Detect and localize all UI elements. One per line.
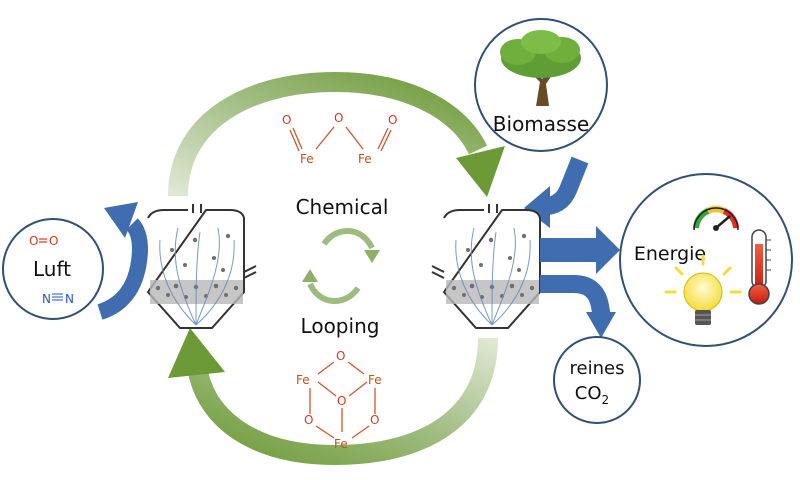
svg-text:Fe: Fe <box>296 373 310 387</box>
svg-text:O: O <box>336 349 345 363</box>
top-loop-arrow <box>168 71 505 197</box>
gauge-icon <box>693 205 739 231</box>
svg-text:O: O <box>49 234 58 248</box>
svg-text:Fe: Fe <box>334 437 348 451</box>
air-exchange-arrow <box>97 202 149 320</box>
tree-icon <box>500 30 581 106</box>
energy-label: Energie <box>634 243 706 265</box>
svg-text:N: N <box>42 292 51 306</box>
title-chemical: Chemical <box>296 195 389 219</box>
svg-text:N: N <box>65 292 74 306</box>
biomass-label: Biomasse <box>493 112 589 136</box>
oxygen-molecule: O O <box>29 234 58 248</box>
energy-output-arrow <box>540 226 620 274</box>
svg-text:O: O <box>370 413 379 427</box>
svg-text:O: O <box>29 234 38 248</box>
left-reactor <box>146 204 257 329</box>
co2-formula: CO2 <box>575 383 609 407</box>
co2-line1: reines <box>570 358 625 379</box>
nitrogen-molecule: N N <box>42 292 74 306</box>
light-bulb-icon <box>664 254 742 325</box>
svg-text:O: O <box>282 113 291 127</box>
co2-output-arrow <box>540 275 616 338</box>
bottom-loop-arrow <box>168 328 498 466</box>
svg-text:O: O <box>337 394 346 408</box>
right-reactor <box>431 204 541 329</box>
thermometer-icon <box>748 229 771 305</box>
svg-text:O: O <box>304 413 313 427</box>
air-node: O O Luft N N <box>2 218 104 320</box>
biomass-node: Biomasse <box>474 18 608 152</box>
svg-text:O: O <box>334 111 343 125</box>
co2-node: reines CO2 <box>553 336 641 424</box>
air-label: Luft <box>33 257 71 281</box>
svg-text:Fe: Fe <box>368 373 382 387</box>
fe-o-ring-molecule: O Fe Fe O O O Fe <box>296 349 382 451</box>
energy-node: Energie <box>619 173 793 347</box>
biomass-feed-arrow <box>524 156 589 228</box>
svg-text:Fe: Fe <box>358 152 372 166</box>
svg-text:Fe: Fe <box>300 152 314 166</box>
recycle-arrows-icon <box>302 228 380 304</box>
title-looping: Looping <box>301 314 380 338</box>
svg-text:O: O <box>388 113 397 127</box>
fe-o-fe-molecule: O O O Fe Fe <box>282 111 397 166</box>
